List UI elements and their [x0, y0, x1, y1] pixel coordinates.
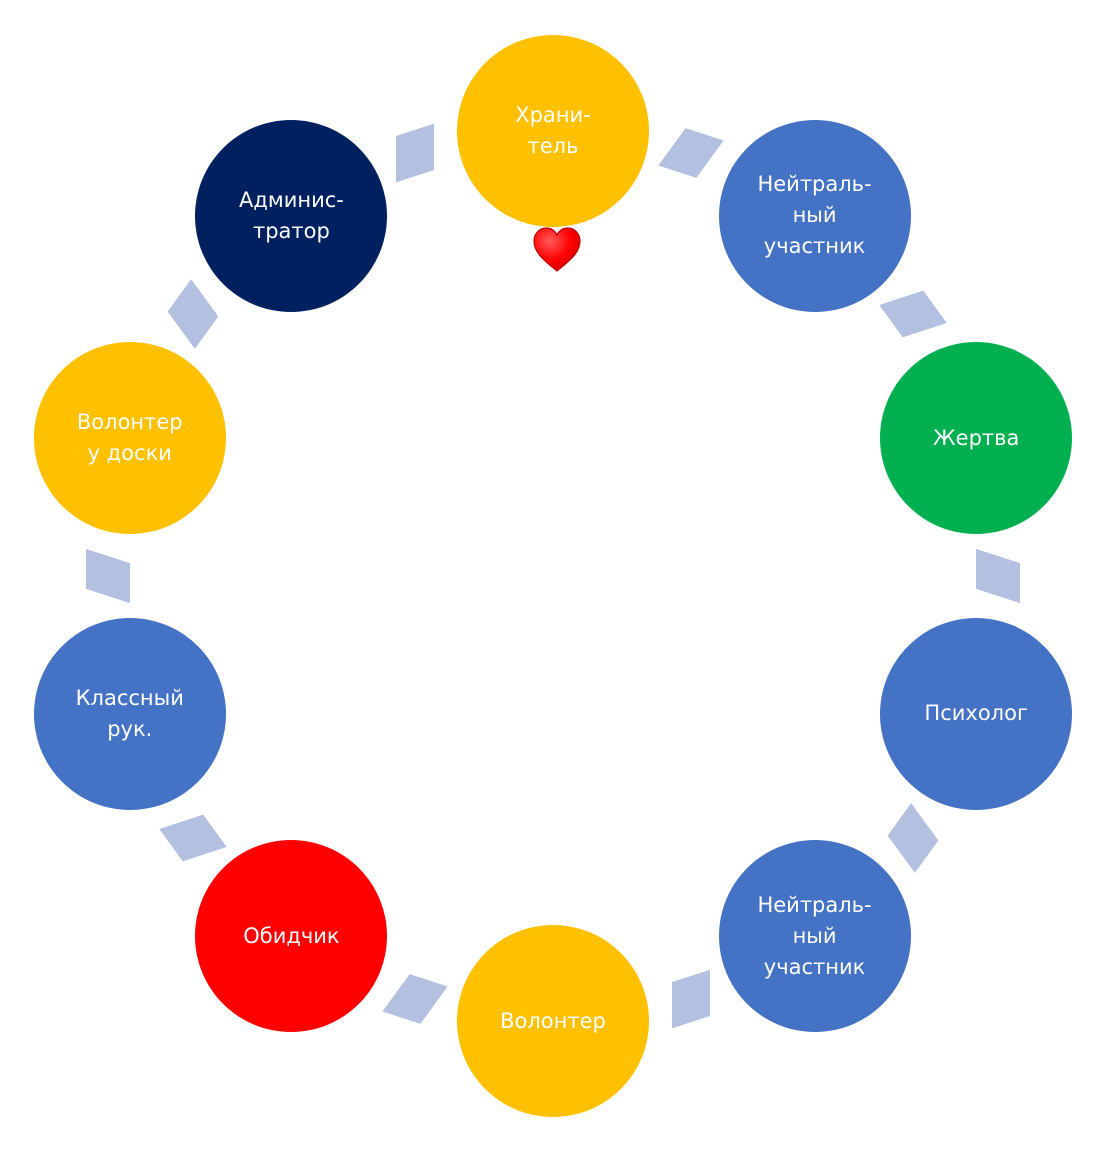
- node-label: Админис- тратор: [238, 187, 344, 243]
- node-volunteer: Волонтер: [457, 925, 649, 1117]
- connector-arrow: [879, 291, 947, 338]
- node-offender: Обидчик: [195, 840, 388, 1032]
- node-label: Волонтер: [500, 1008, 606, 1033]
- node-neutral-top: Нейтраль- ный участник: [718, 119, 911, 312]
- connector-arrow: [86, 548, 130, 604]
- connector-arrow: [887, 802, 939, 873]
- node-label: Психолог: [924, 701, 1028, 725]
- node-label: Храни- тель: [515, 103, 591, 158]
- connector-arrow: [976, 548, 1020, 604]
- node-label: Классный рук.: [75, 685, 184, 741]
- node-label: Нейтраль- ный участник: [757, 172, 872, 259]
- node-victim: Жертва: [880, 342, 1073, 535]
- node-label: Жертва: [933, 425, 1020, 450]
- connector-arrow: [382, 974, 449, 1025]
- connector-arrow: [159, 814, 227, 861]
- node-class-teacher: Классный рук.: [33, 617, 226, 810]
- node-neutral-bottom: Нейтраль- ный участник: [718, 840, 911, 1032]
- node-volunteer-board: Волонтер у доски: [33, 342, 226, 535]
- connector-arrow: [671, 969, 710, 1029]
- node-psychologist: Психолог: [880, 617, 1073, 810]
- node-keeper: Храни- тель: [457, 35, 649, 227]
- connector-arrow: [657, 127, 724, 178]
- connector-arrow: [396, 123, 435, 183]
- node-label: Волонтер у доски: [76, 410, 183, 466]
- node-label: Обидчик: [243, 923, 340, 948]
- connector-arrow: [167, 279, 219, 350]
- node-label: Нейтраль- ный участник: [757, 892, 872, 979]
- node-administrator: Админис- тратор: [195, 119, 388, 312]
- heart-icon: [533, 227, 581, 272]
